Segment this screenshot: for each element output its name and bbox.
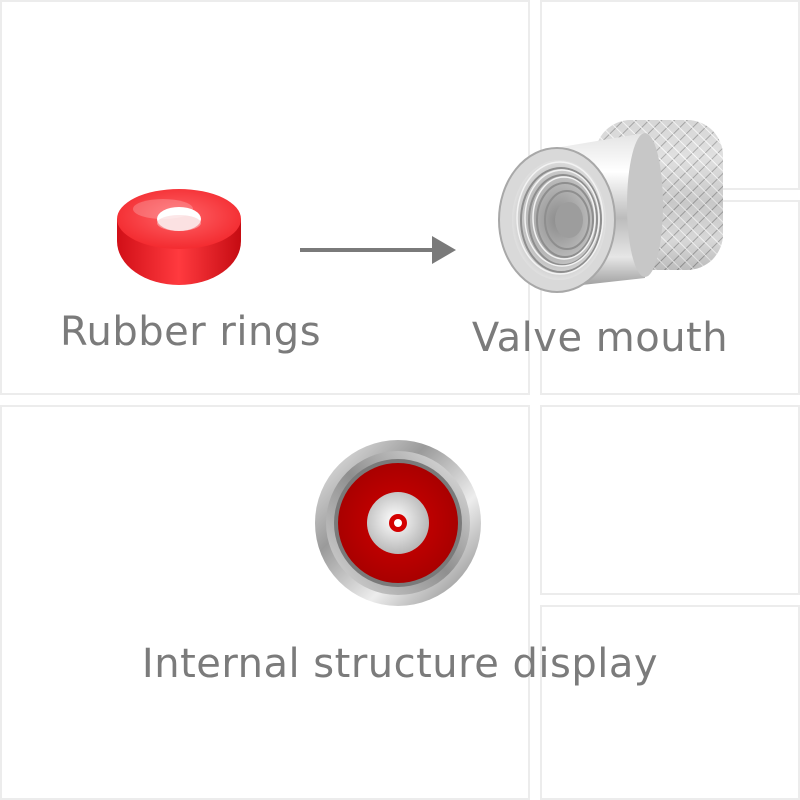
label-valve-mouth: Valve mouth xyxy=(471,315,729,361)
panel-bottom-right-upper xyxy=(540,405,800,595)
valve-cap-icon xyxy=(498,120,723,293)
label-rubber-rings: Rubber rings xyxy=(60,309,322,355)
rubber-ring-icon xyxy=(117,189,241,285)
panel-top-left xyxy=(0,0,530,395)
arrow-right-icon xyxy=(300,236,456,264)
label-internal-structure: Internal structure display xyxy=(141,641,659,687)
panel-bottom-right-lower xyxy=(540,605,800,800)
internal-structure-icon xyxy=(315,440,481,606)
